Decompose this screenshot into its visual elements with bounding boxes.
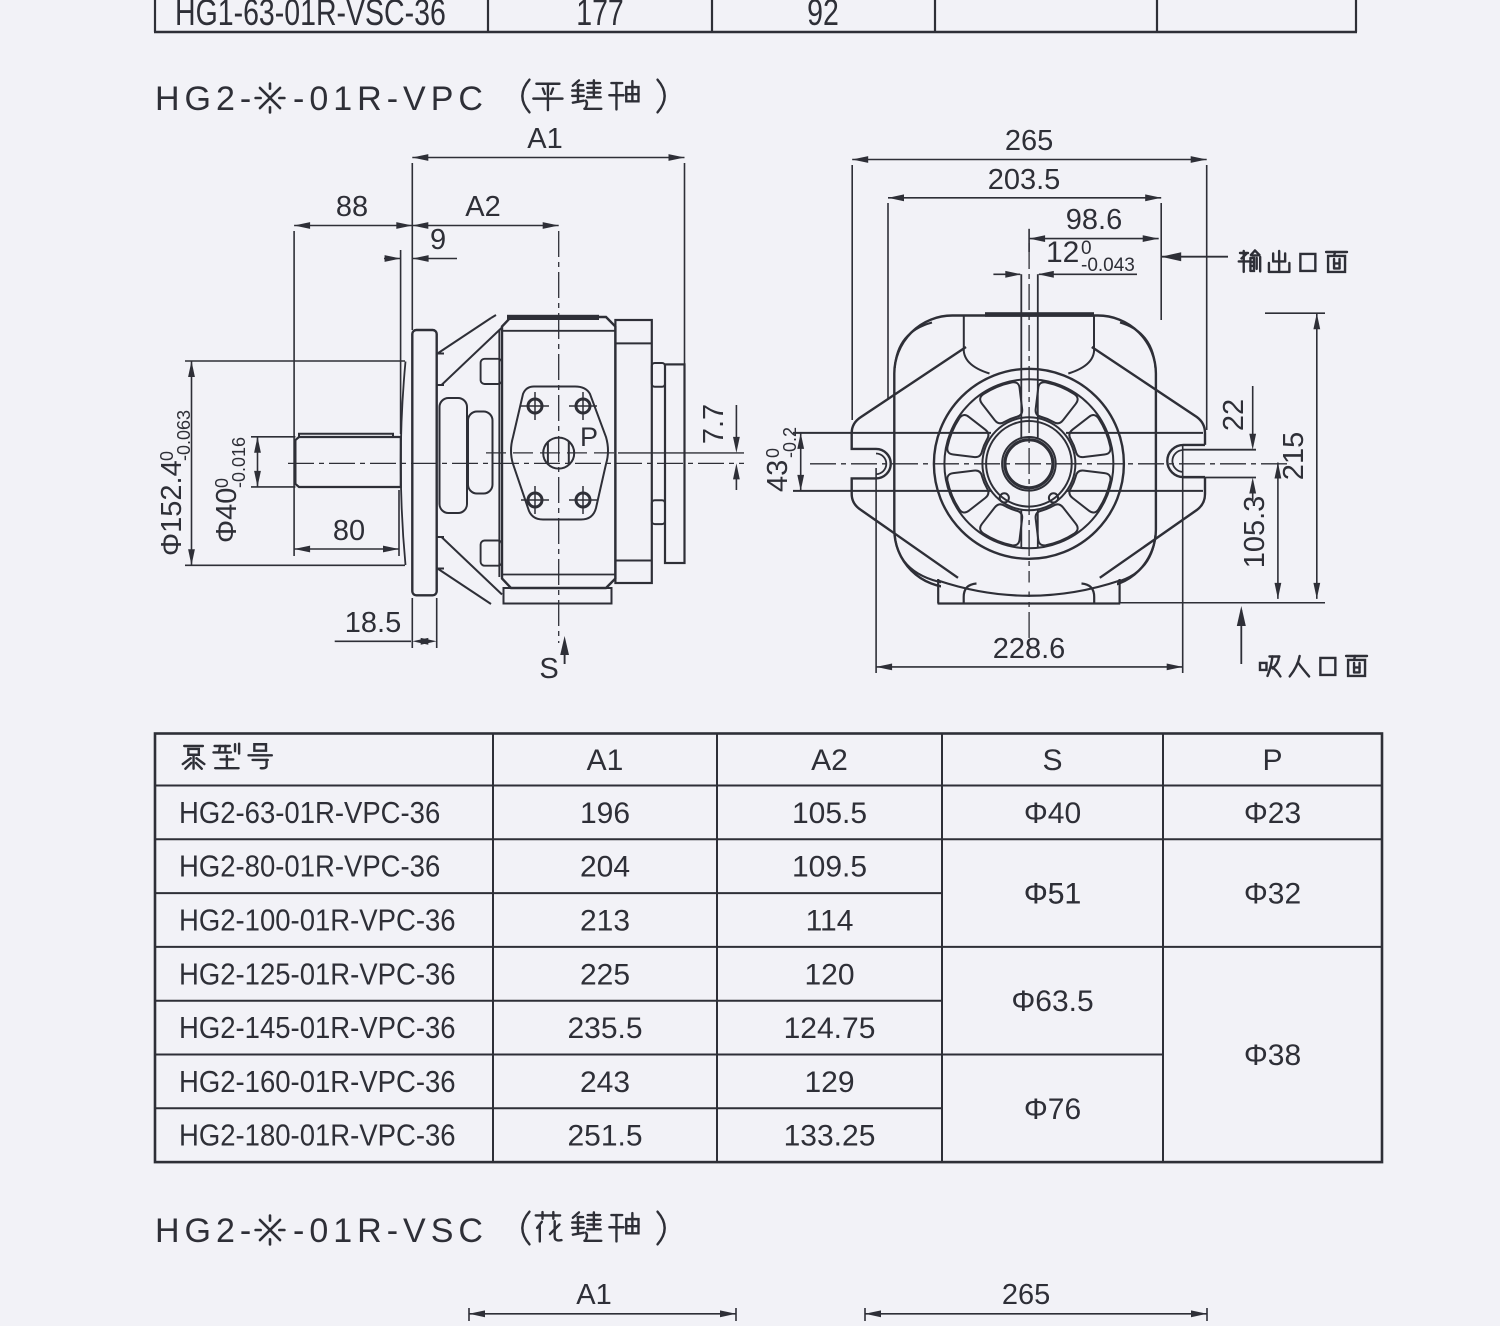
svg-text:HG2-145-01R-VPC-36: HG2-145-01R-VPC-36	[179, 1012, 456, 1046]
svg-text:P: P	[580, 422, 598, 452]
svg-text:251.5: 251.5	[567, 1120, 642, 1153]
svg-text:A1: A1	[576, 1279, 611, 1311]
svg-text:129: 129	[804, 1066, 854, 1099]
svg-text:HG2-160-01R-VPC-36: HG2-160-01R-VPC-36	[179, 1066, 456, 1100]
svg-text:22: 22	[1218, 399, 1250, 431]
svg-text:P: P	[1262, 744, 1282, 777]
svg-text:HG2-100-01R-VPC-36: HG2-100-01R-VPC-36	[179, 904, 456, 938]
svg-text:204: 204	[580, 851, 630, 884]
svg-text:-0.2: -0.2	[780, 427, 800, 458]
svg-text:177: 177	[576, 0, 624, 34]
svg-text:80: 80	[333, 515, 365, 547]
svg-text:18.5: 18.5	[345, 607, 401, 639]
svg-text:HG2-63-01R-VPC-36: HG2-63-01R-VPC-36	[179, 797, 440, 831]
svg-text:Φ51: Φ51	[1024, 878, 1081, 911]
svg-text:243: 243	[580, 1066, 630, 1099]
svg-text:Φ63.5: Φ63.5	[1011, 985, 1093, 1018]
svg-text:-01R-VPC: -01R-VPC	[293, 80, 488, 118]
svg-text:43: 43	[762, 460, 794, 492]
svg-text:Φ38: Φ38	[1244, 1039, 1301, 1072]
svg-text:Φ40: Φ40	[1024, 797, 1081, 830]
svg-text:203.5: 203.5	[988, 164, 1061, 196]
svg-text:0: 0	[212, 478, 232, 488]
svg-text:225: 225	[580, 958, 630, 991]
svg-text:Φ32: Φ32	[1244, 878, 1301, 911]
svg-text:HG2-180-01R-VPC-36: HG2-180-01R-VPC-36	[179, 1119, 456, 1153]
svg-text:120: 120	[804, 958, 854, 991]
svg-text:133.25: 133.25	[784, 1120, 876, 1153]
svg-text:0: 0	[157, 451, 177, 461]
svg-text:9: 9	[430, 224, 446, 256]
svg-text:265: 265	[1002, 1279, 1050, 1311]
svg-text:0: 0	[1081, 238, 1092, 259]
svg-text:105.3: 105.3	[1239, 496, 1271, 569]
svg-text:S: S	[539, 653, 558, 685]
svg-text:235.5: 235.5	[567, 1012, 642, 1045]
svg-text:213: 213	[580, 905, 630, 938]
svg-text:228.6: 228.6	[993, 633, 1066, 665]
svg-text:Φ76: Φ76	[1024, 1093, 1081, 1126]
svg-text:S: S	[1042, 744, 1062, 777]
svg-text:-0.043: -0.043	[1081, 255, 1135, 276]
svg-text:109.5: 109.5	[792, 851, 867, 884]
svg-text:A1: A1	[527, 123, 562, 155]
svg-text:HG2-: HG2-	[155, 80, 256, 118]
svg-text:-0.016: -0.016	[229, 437, 249, 488]
svg-text:Φ51: Φ51	[1024, 878, 1081, 911]
svg-text:-0.063: -0.063	[174, 410, 194, 461]
svg-text:92: 92	[807, 0, 839, 34]
svg-text:114: 114	[806, 905, 854, 938]
svg-text:12: 12	[1046, 236, 1079, 269]
svg-text:0: 0	[763, 448, 783, 458]
svg-text:Φ23: Φ23	[1244, 797, 1301, 830]
svg-text:HG2-: HG2-	[155, 1212, 256, 1250]
svg-text:88: 88	[336, 191, 368, 223]
svg-text:215: 215	[1278, 432, 1310, 480]
svg-text:124.75: 124.75	[784, 1012, 876, 1045]
svg-text:A2: A2	[811, 744, 848, 777]
svg-text:A2: A2	[465, 191, 500, 223]
svg-text:105.5: 105.5	[792, 797, 867, 830]
svg-text:7.7: 7.7	[698, 404, 730, 444]
svg-text:Φ40: Φ40	[211, 488, 243, 543]
svg-text:A1: A1	[587, 744, 624, 777]
svg-text:HG2-125-01R-VPC-36: HG2-125-01R-VPC-36	[179, 958, 456, 992]
svg-text:Φ152.4: Φ152.4	[156, 460, 188, 556]
svg-text:196: 196	[580, 797, 630, 830]
svg-text:98.6: 98.6	[1066, 204, 1122, 236]
svg-text:265: 265	[1005, 125, 1053, 157]
svg-text:HG1-63-01R-VSC-36: HG1-63-01R-VSC-36	[175, 0, 446, 34]
svg-text:-01R-VSC: -01R-VSC	[293, 1212, 488, 1250]
svg-text:HG2-80-01R-VPC-36: HG2-80-01R-VPC-36	[179, 850, 440, 884]
